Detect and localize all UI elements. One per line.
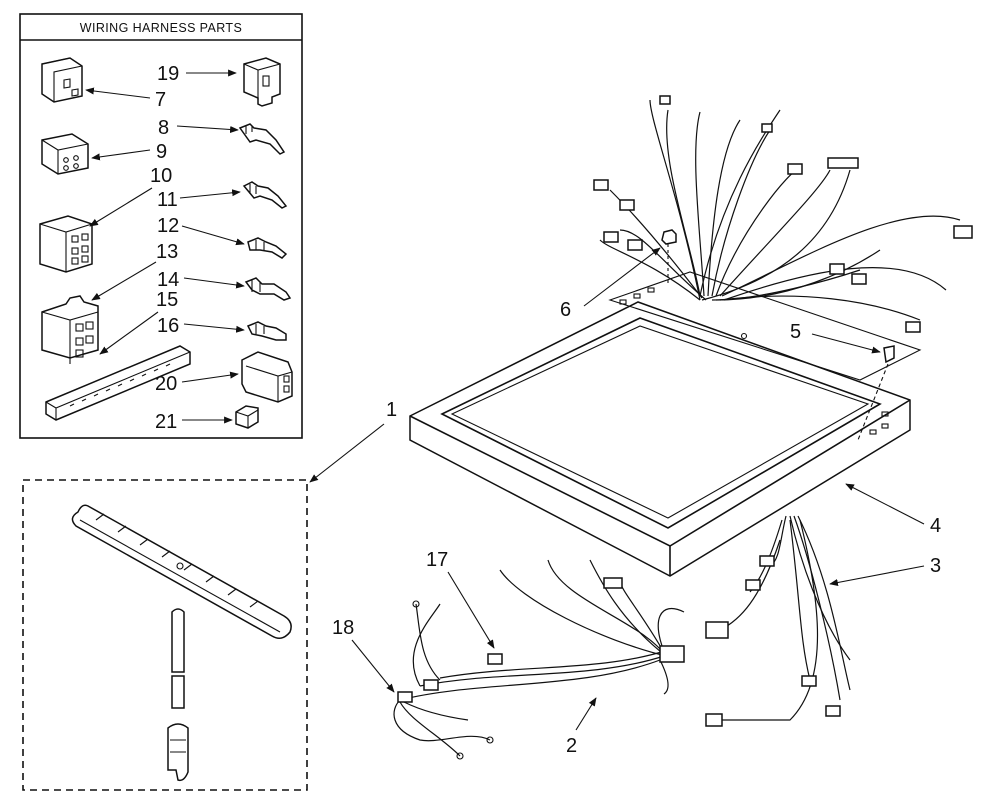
part-16-terminal-icon — [246, 321, 287, 341]
part-12-terminal-icon — [247, 237, 288, 259]
part-2-harness — [393, 559, 685, 760]
part-15-terminal-block-icon — [45, 345, 191, 421]
part-7-connector-icon — [41, 57, 83, 103]
callout-19: 19 — [157, 63, 179, 85]
harness-parts-panel: WIRING HARNESS PARTS — [19, 13, 303, 439]
callout-8: 8 — [158, 117, 169, 139]
panel-title: WIRING HARNESS PARTS — [80, 21, 242, 35]
callout-6: 6 — [560, 299, 571, 321]
part-6-screw-icon — [661, 229, 677, 286]
callout-1: 1 — [386, 399, 397, 421]
part-3-upper-harness — [593, 95, 973, 333]
frame-rear-flange — [608, 271, 922, 381]
callout-17: 17 — [426, 549, 448, 571]
part-1-kit-box — [22, 479, 308, 791]
part-13-connector-icon — [41, 295, 99, 364]
part-10-connector-icon — [39, 215, 93, 273]
part-9-connector-icon — [41, 133, 89, 175]
callout-21: 21 — [155, 411, 177, 433]
part-20-connector-icon — [241, 351, 293, 403]
callout-13: 13 — [156, 241, 178, 263]
panel-border — [19, 13, 303, 439]
callout-7: 7 — [155, 89, 166, 111]
main-leader-arrows — [309, 247, 925, 731]
kit-pin-tool-icon — [167, 608, 189, 782]
frame-mounting-holes — [619, 287, 889, 435]
callout-9: 9 — [156, 141, 167, 163]
part-4-frame-outer — [409, 301, 911, 577]
callout-14: 14 — [157, 269, 179, 291]
callout-5: 5 — [790, 321, 801, 343]
callout-3: 3 — [930, 555, 941, 577]
part-3-lower-harness — [705, 515, 851, 727]
callout-4: 4 — [930, 515, 941, 537]
part-4-frame-opening — [440, 317, 882, 529]
callout-15: 15 — [156, 289, 178, 311]
kit-terminal-strip-icon — [71, 504, 292, 639]
part-5-clip-icon — [857, 345, 895, 441]
callout-2: 2 — [566, 735, 577, 757]
part-11-terminal-icon — [242, 181, 288, 209]
callout-10: 10 — [150, 165, 172, 187]
callout-18: 18 — [332, 617, 354, 639]
callout-11: 11 — [157, 189, 178, 211]
panel-leader-arrows — [85, 69, 245, 424]
top-frame-assembly — [409, 229, 922, 577]
part-21-connector-icon — [235, 405, 259, 429]
callout-16: 16 — [157, 315, 179, 337]
part-8-terminal-icon — [238, 123, 286, 155]
kit-box-dashed-border — [22, 479, 308, 791]
callout-20: 20 — [155, 373, 177, 395]
callout-12: 12 — [157, 215, 179, 237]
part-14-terminal-icon — [244, 277, 292, 301]
part-19-connector-icon — [243, 57, 281, 107]
